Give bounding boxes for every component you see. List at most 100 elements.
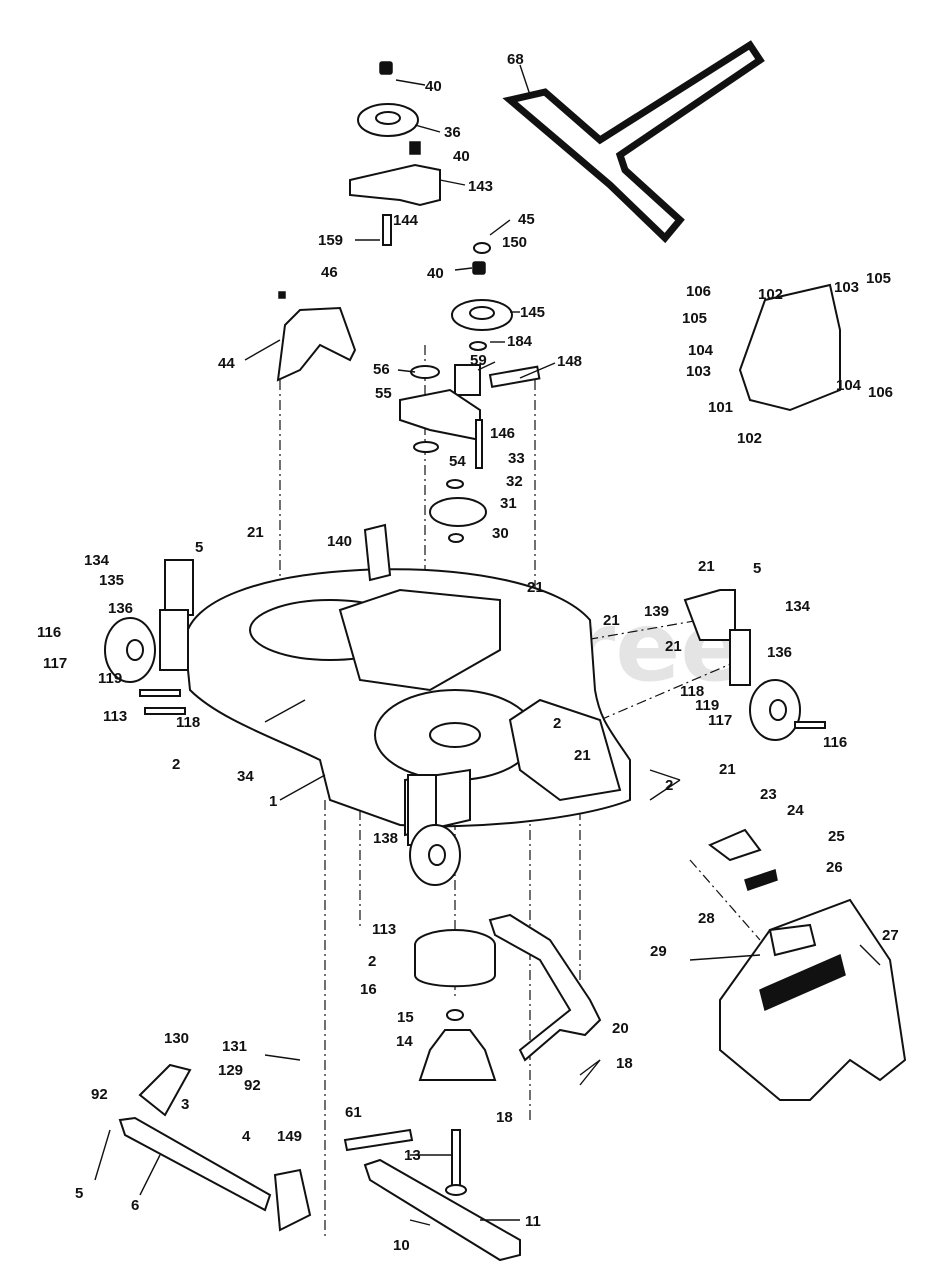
callout: 102 <box>737 430 762 447</box>
callout: 140 <box>327 533 352 550</box>
callout: 26 <box>826 859 843 876</box>
callout: 24 <box>787 802 804 819</box>
callout: 31 <box>500 495 517 512</box>
callout: 105 <box>866 270 891 287</box>
callout: 20 <box>612 1020 629 1037</box>
callout: 11 <box>525 1213 541 1230</box>
callout: 104 <box>688 342 714 359</box>
callout: 92 <box>244 1077 261 1094</box>
baffle <box>488 913 602 1062</box>
callout: 5 <box>195 539 203 556</box>
callout: 129 <box>218 1062 243 1079</box>
callout: 21 <box>719 761 736 778</box>
callout: 117 <box>43 655 67 672</box>
callout: 28 <box>698 910 715 927</box>
callout: 118 <box>176 714 200 731</box>
callout: 101 <box>708 399 733 416</box>
callout: 40 <box>425 78 442 95</box>
callout: 25 <box>828 828 845 845</box>
callout: 149 <box>277 1128 302 1145</box>
callout: 148 <box>557 353 582 370</box>
callout: 134 <box>785 598 811 615</box>
callout: 138 <box>373 830 398 847</box>
callout: 116 <box>37 624 61 641</box>
callout: 21 <box>603 612 620 629</box>
callout: 29 <box>650 943 667 960</box>
callout: 130 <box>164 1030 189 1047</box>
callout: 2 <box>368 953 376 970</box>
leader-lines <box>94 64 881 1226</box>
callout: 23 <box>760 786 777 803</box>
callout: 40 <box>453 148 470 165</box>
callout: 4 <box>242 1128 251 1145</box>
left-gauge-wheel-assembly <box>104 559 194 715</box>
callout: 44 <box>218 355 235 372</box>
callout: 131 <box>222 1038 247 1055</box>
bolt-icon <box>278 291 286 299</box>
callout: 3 <box>181 1096 189 1113</box>
right-gauge-wheel-assembly <box>683 589 826 741</box>
callout: 113 <box>372 921 396 938</box>
idler-pulley-assembly-center <box>399 242 541 543</box>
callout: 159 <box>318 232 343 249</box>
callout: 103 <box>686 363 711 380</box>
callout: 146 <box>490 425 515 442</box>
callout: 36 <box>444 124 461 141</box>
callout: 117 <box>708 712 732 729</box>
callout: 61 <box>345 1104 362 1121</box>
discharge-chute <box>719 898 907 1101</box>
callout: 21 <box>574 747 591 764</box>
callout: 6 <box>131 1197 139 1214</box>
callout: 15 <box>397 1009 414 1026</box>
callout: 46 <box>321 264 338 281</box>
callout: 68 <box>507 51 524 68</box>
callout: 145 <box>520 304 545 321</box>
callout: 2 <box>665 777 673 794</box>
idler-pulley-assembly-top <box>349 61 441 246</box>
callout: 184 <box>507 333 533 350</box>
callout: 113 <box>103 708 127 725</box>
callout: 135 <box>99 572 124 589</box>
callout: 134 <box>84 552 110 569</box>
callout: 21 <box>247 524 264 541</box>
callout: 59 <box>470 352 487 369</box>
callout: 150 <box>502 234 527 251</box>
callout: 119 <box>98 670 122 687</box>
callout: 13 <box>404 1147 421 1164</box>
callout: 32 <box>506 473 523 490</box>
callout: 118 <box>680 683 704 700</box>
callout: 144 <box>393 212 419 229</box>
callout: 33 <box>508 450 525 467</box>
callout: 18 <box>496 1109 513 1126</box>
callout: 45 <box>518 211 535 228</box>
tension-spring <box>343 1128 414 1152</box>
callout: 143 <box>468 178 493 195</box>
callout: 106 <box>868 384 893 401</box>
callout: 116 <box>823 734 847 751</box>
callout: 40 <box>427 265 444 282</box>
callout: 136 <box>767 644 792 661</box>
callout: 139 <box>644 603 669 620</box>
discharge-guard-small <box>738 283 841 412</box>
callout: 136 <box>108 600 133 617</box>
callout: 27 <box>882 927 899 944</box>
callout: 92 <box>91 1086 108 1103</box>
front-wheel-assembly <box>407 774 461 886</box>
callout: 106 <box>686 283 711 300</box>
callout: 105 <box>682 310 707 327</box>
callout: 21 <box>698 558 715 575</box>
callout: 30 <box>492 525 509 542</box>
callout: 21 <box>527 579 544 596</box>
callout: 14 <box>396 1033 413 1050</box>
callout: 5 <box>75 1185 83 1202</box>
callout: 2 <box>553 715 561 732</box>
callout: 54 <box>449 453 466 470</box>
callout: 102 <box>758 286 783 303</box>
callout: 18 <box>616 1055 633 1072</box>
callout: 2 <box>172 756 180 773</box>
callout: 16 <box>360 981 377 998</box>
chute-spring-bracket <box>689 828 778 961</box>
drive-belt <box>502 40 765 244</box>
callout: 1 <box>269 793 277 810</box>
